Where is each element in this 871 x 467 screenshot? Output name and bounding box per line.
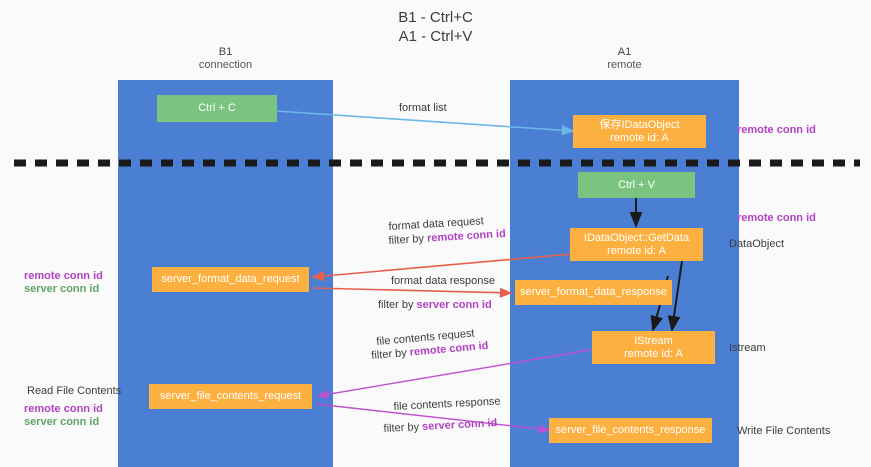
- box-ctrl-v-label: Ctrl + V: [618, 178, 655, 191]
- edge-label-format-data-response: format data response: [391, 275, 495, 287]
- lane-header-b1: B1 connection: [118, 46, 333, 72]
- box-istream-label: IStream: [634, 334, 673, 347]
- box-ctrl-c-label: Ctrl + C: [198, 102, 236, 114]
- filter-prefix: filter by: [383, 421, 423, 436]
- box-server-file-contents-response-label: server_file_contents_response: [555, 424, 706, 436]
- box-server-format-data-response[interactable]: server_format_data_response: [515, 280, 672, 305]
- lane-header-b1-role: connection: [198, 59, 253, 71]
- box-server-file-contents-request[interactable]: server_file_contents_request: [149, 384, 312, 409]
- box-save-idataobject-sub: remote id: A: [610, 131, 669, 144]
- side-label-remote-conn-id-mid: remote conn id: [737, 212, 816, 224]
- filter-prefix: filter by: [378, 299, 417, 311]
- lane-header-a1-name: A1: [617, 46, 632, 58]
- side-label-left-server-conn-id-mid: server conn id: [24, 283, 100, 295]
- edge-label-file-contents-response: file contents response: [393, 395, 501, 414]
- edge-label-file-contents-response-filter: filter by server conn id: [383, 416, 497, 436]
- filter-key-server-conn-id: server conn id: [421, 417, 498, 433]
- side-label-left-remote-conn-id-mid: remote conn id: [24, 270, 103, 282]
- side-label-remote-conn-id-top: remote conn id: [737, 124, 816, 136]
- box-ctrl-v[interactable]: Ctrl + V: [578, 172, 695, 198]
- box-ctrl-c[interactable]: Ctrl + C: [157, 95, 277, 122]
- side-label-left-server-conn-id-bottom: server conn id: [24, 416, 100, 428]
- title-line-1: B1 - Ctrl+C: [398, 9, 473, 26]
- box-server-format-data-request[interactable]: server_format_data_request: [152, 267, 309, 292]
- box-getdata-label: IDataObject::GetData: [583, 231, 690, 244]
- arrow-format-data-response: [312, 287, 513, 298]
- lane-header-b1-name: B1: [218, 46, 233, 58]
- filter-prefix: filter by: [370, 346, 411, 363]
- filter-key-server-conn-id: server conn id: [416, 299, 492, 311]
- box-server-format-data-request-label: server_format_data_request: [161, 273, 300, 285]
- box-getdata-sub: remote id: A: [607, 244, 666, 257]
- side-label-istream: Istream: [729, 342, 766, 354]
- side-label-read-file-contents: Read File Contents: [27, 385, 122, 397]
- box-istream-sub: remote id: A: [624, 347, 683, 360]
- side-label-write-file-contents: Write File Contents: [737, 425, 831, 437]
- box-istream[interactable]: IStream remote id: A: [592, 331, 715, 364]
- edge-label-format-list: format list: [399, 102, 447, 114]
- page-title: B1 - Ctrl+C A1 - Ctrl+V: [0, 8, 871, 46]
- title-line-2: A1 - Ctrl+V: [398, 28, 473, 45]
- side-label-left-remote-conn-id-bottom: remote conn id: [24, 403, 103, 415]
- box-server-file-contents-response[interactable]: server_file_contents_response: [549, 418, 712, 443]
- box-getdata[interactable]: IDataObject::GetData remote id: A: [570, 228, 703, 261]
- side-label-dataobject: DataObject: [729, 238, 785, 250]
- box-save-idataobject[interactable]: 保存IDataObject remote id: A: [573, 115, 706, 148]
- filter-key-remote-conn-id: remote conn id: [426, 227, 507, 245]
- box-save-idataobject-label: 保存IDataObject: [599, 118, 680, 131]
- lane-header-a1: A1 remote: [510, 46, 739, 72]
- lane-header-a1-role: remote: [607, 59, 642, 71]
- box-server-format-data-response-label: server_format_data_response: [520, 286, 667, 298]
- edge-label-format-data-response-filter: filter by server conn id: [378, 298, 492, 312]
- filter-prefix: filter by: [388, 232, 428, 248]
- box-server-file-contents-request-label: server_file_contents_request: [159, 390, 302, 402]
